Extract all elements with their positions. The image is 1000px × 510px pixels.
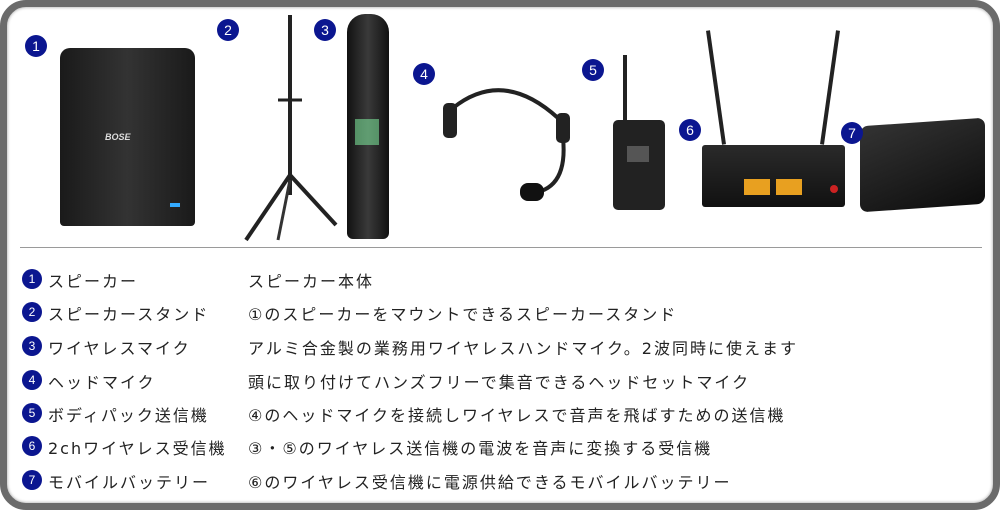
item-name: スピーカー [48, 272, 139, 291]
item-desc: ③・⑤のワイヤレス送信機の電波を音声に変換する受信機 [248, 439, 713, 458]
number-badge: 1 [22, 269, 42, 289]
item-name: モバイルバッテリー [48, 473, 211, 492]
number-badge: 7 [22, 470, 42, 490]
badge-5: 5 [582, 59, 604, 81]
item-desc: アルミ合金製の業務用ワイヤレスハンドマイク。2波同時に使えます [248, 339, 798, 358]
badge-1: 1 [25, 35, 47, 57]
item-name: ワイヤレスマイク [48, 339, 191, 358]
badge-3: 3 [314, 19, 336, 41]
mobile-battery-image [860, 117, 985, 213]
number-badge: 3 [22, 336, 42, 356]
item-desc: スピーカー本体 [248, 272, 375, 291]
number-badge: 6 [22, 436, 42, 456]
item-desc: ①のスピーカーをマウントできるスピーカースタンド [248, 305, 678, 324]
item-name: ヘッドマイク [48, 373, 156, 392]
item-desc: ④のヘッドマイクを接続しワイヤレスで音声を飛ばすための送信機 [248, 406, 786, 425]
item-name: 2chワイヤレス受信機 [48, 439, 227, 458]
number-badge: 5 [22, 403, 42, 423]
bodypack-transmitter-image [613, 55, 665, 210]
divider [20, 247, 982, 248]
item-name: スピーカースタンド [48, 305, 210, 324]
wireless-receiver-image [702, 30, 845, 207]
number-badge: 2 [22, 302, 42, 322]
badge-7: 7 [841, 122, 863, 144]
item-desc: ⑥のワイヤレス受信機に電源供給できるモバイルバッテリー [248, 473, 732, 492]
item-name: ボディパック送信機 [48, 406, 209, 425]
badge-4: 4 [413, 63, 435, 85]
wireless-mic-image [347, 14, 389, 239]
item-desc: 頭に取り付けてハンズフリーで集音できるヘッドセットマイク [248, 373, 751, 392]
badge-2: 2 [217, 19, 239, 41]
number-badge: 4 [22, 370, 42, 390]
badge-6: 6 [679, 119, 701, 141]
speaker-stand-image [244, 15, 338, 242]
speaker-image: BOSE [60, 48, 195, 226]
headset-mic-image [443, 88, 570, 201]
speaker-logo: BOSE [105, 132, 131, 142]
